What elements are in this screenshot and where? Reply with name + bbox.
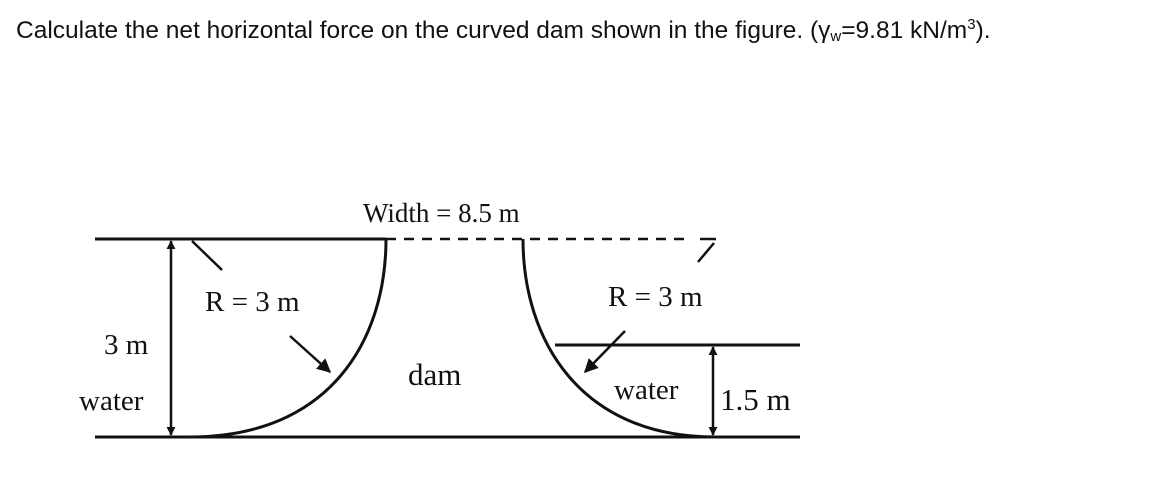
gamma-subscript: w: [830, 28, 842, 46]
question-text: Calculate the net horizontal force on th…: [16, 17, 819, 45]
left-radius-label: R = 3 m: [205, 286, 300, 318]
gamma-value: =9.81 kN/m: [841, 17, 968, 45]
left-depth-label: 3 m: [104, 329, 149, 361]
right-dam-curve: [521, 238, 716, 439]
problem-statement: Calculate the net horizontal force on th…: [16, 4, 1136, 57]
right-radius-leader-top: [697, 242, 715, 263]
right-radius-arrow: [584, 330, 626, 374]
left-water-label: water: [79, 385, 144, 417]
gamma-symbol: γ: [818, 17, 831, 45]
question-closing: ).: [975, 17, 991, 45]
dam-label: dam: [408, 357, 461, 392]
right-radius-label: R = 3 m: [608, 281, 703, 313]
right-depth-label: 1.5 m: [720, 382, 791, 417]
left-dam-curve: [189, 238, 388, 439]
unit-exponent: 3: [967, 16, 976, 33]
left-radius-arrow: [289, 335, 332, 373]
width-label: Width = 8.5 m: [363, 198, 520, 228]
left-radius-leader-top: [191, 240, 223, 271]
right-water-label: water: [614, 374, 679, 406]
